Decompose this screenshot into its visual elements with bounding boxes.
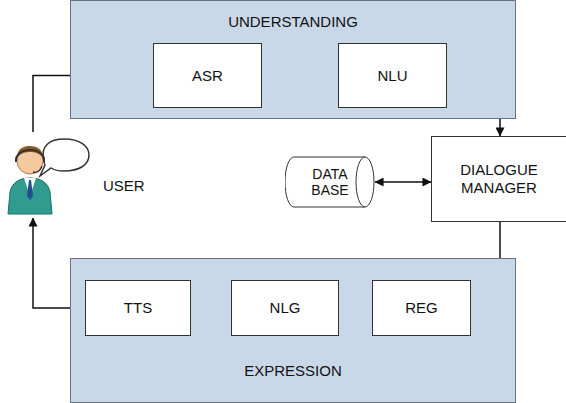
cylinder-body [285,157,374,207]
node-label: NLG [270,299,301,317]
process-box: DIALOGUE MANAGER [431,136,566,222]
node-label: DIALOGUE MANAGER [441,161,557,197]
user-actor: USER [3,132,153,218]
actor-label: USER [103,177,145,195]
band: TTS NLG REG EXPRESSION [70,258,516,403]
process-box: NLU [338,43,447,108]
process-box: ASR [153,43,262,108]
user-body [8,178,52,214]
process-box: REG [372,280,471,336]
band-heading: UNDERSTANDING [71,13,515,31]
band-heading: EXPRESSION [71,362,515,380]
speech-bubble [40,139,89,176]
user-tie [27,180,33,200]
process-box: TTS [85,280,191,336]
node-label: ASR [192,67,223,85]
cylinder-rim [356,157,365,207]
headset-mic [33,166,42,172]
database-cylinder: DATA BASE [285,156,375,208]
node-label: TTS [124,299,152,317]
node-label: REG [405,299,438,317]
node-label: NLU [377,67,407,85]
node-label: DATA BASE [300,166,360,198]
headset [16,150,44,162]
band: ASR NLU UNDERSTANDING [70,0,516,119]
process-box: NLG [231,280,339,336]
flow-arrow [375,181,431,183]
